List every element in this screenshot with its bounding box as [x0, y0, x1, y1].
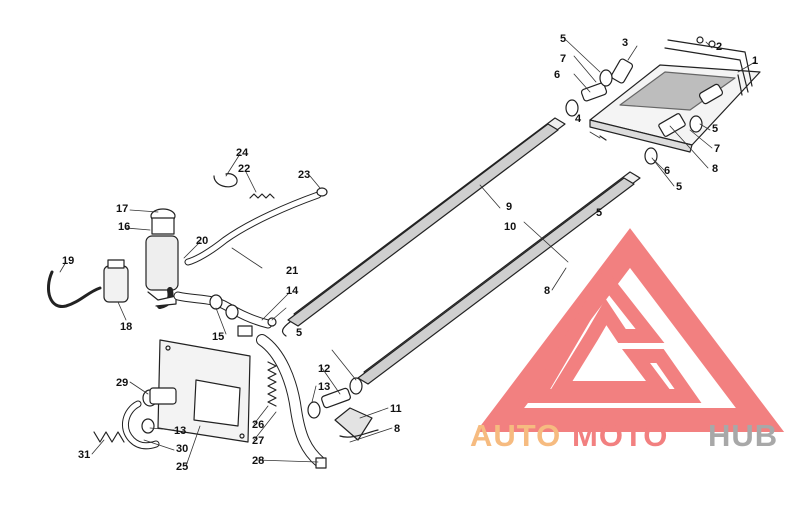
part-label-5: 5 — [296, 327, 302, 339]
leader-lines — [59, 39, 756, 467]
watermark-word-auto: AUTO — [470, 418, 561, 453]
lower-left-hoses — [93, 387, 177, 450]
part-labels: 1234555556677888910111213131415161718192… — [62, 33, 758, 473]
clamp-24 — [213, 173, 238, 188]
part-label-12: 12 — [318, 363, 330, 375]
part-label-19: 19 — [62, 255, 74, 267]
heat-exchanger-part — [589, 36, 761, 153]
rail-cooler-10 — [357, 171, 641, 385]
panel-25 — [157, 339, 251, 443]
part-label-8: 8 — [712, 163, 718, 175]
part-label-5: 5 — [676, 181, 682, 193]
hose-15 — [173, 291, 277, 337]
hose-21 — [184, 187, 328, 266]
part-label-13: 13 — [174, 425, 186, 437]
part-label-23: 23 — [298, 169, 310, 181]
part-label-18: 18 — [120, 321, 132, 333]
watermark-word-moto: MOTO — [572, 418, 668, 453]
watermark-triangle-inner — [525, 267, 702, 403]
part-label-7: 7 — [714, 143, 720, 155]
part-label-25: 25 — [176, 461, 188, 473]
watermark-triangle-outer — [475, 228, 785, 432]
part-label-11: 11 — [390, 403, 402, 415]
part-label-5: 5 — [596, 207, 602, 219]
coolant-tank — [145, 208, 179, 309]
part-label-6: 6 — [554, 69, 560, 81]
part-label-15: 15 — [212, 331, 224, 343]
automotohub-watermark: AUTO MOTO HUB — [470, 228, 785, 453]
part-label-6: 6 — [664, 165, 670, 177]
part-label-9: 9 — [506, 201, 512, 213]
part-label-2: 2 — [716, 41, 722, 53]
part-label-5: 5 — [712, 123, 718, 135]
part-label-10: 10 — [504, 221, 516, 233]
part-label-14: 14 — [286, 285, 299, 297]
part-label-28: 28 — [252, 455, 264, 467]
part-label-26: 26 — [252, 419, 264, 431]
part-label-22: 22 — [238, 163, 250, 175]
part-label-20: 20 — [196, 235, 208, 247]
hose-28 — [256, 334, 327, 469]
part-label-8: 8 — [544, 285, 550, 297]
part-label-1: 1 — [752, 55, 758, 67]
watermark-word-hub: HUB — [708, 418, 778, 453]
upper-fittings — [565, 58, 724, 165]
lower-connectors — [307, 377, 379, 441]
part-label-24: 24 — [236, 147, 249, 159]
part-label-30: 30 — [176, 443, 188, 455]
part-label-3: 3 — [622, 37, 628, 49]
part-label-16: 16 — [118, 221, 130, 233]
bottle-18 — [103, 259, 129, 303]
spring-26 — [267, 361, 277, 407]
part-label-21: 21 — [286, 265, 298, 277]
part-label-5: 5 — [560, 33, 566, 45]
part-label-29: 29 — [116, 377, 128, 389]
strap-19 — [47, 270, 102, 308]
part-label-17: 17 — [116, 203, 128, 215]
part-label-8: 8 — [394, 423, 400, 435]
spring-22 — [249, 193, 275, 199]
part-label-13: 13 — [318, 381, 330, 393]
part-label-31: 31 — [78, 449, 90, 461]
part-label-7: 7 — [560, 53, 566, 65]
rail-cooler-9 — [281, 117, 566, 337]
part-label-27: 27 — [252, 435, 264, 447]
part-label-4: 4 — [575, 113, 582, 125]
